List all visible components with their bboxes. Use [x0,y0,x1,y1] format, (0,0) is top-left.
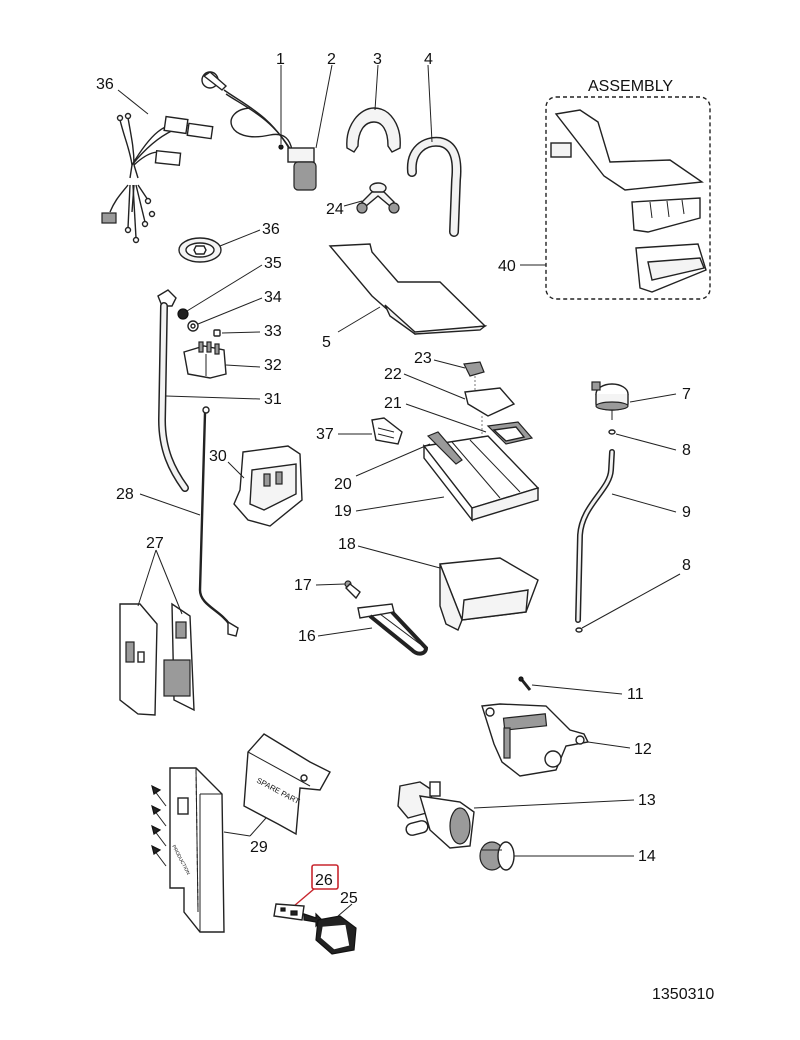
callout-22[interactable]: 23 [414,350,432,367]
callout-37[interactable]: 37 [316,426,334,443]
part-2-mains-filter[interactable] [201,71,317,191]
callout-29[interactable]: 30 [209,448,227,465]
callout-31[interactable]: 32 [264,357,282,374]
callout-26[interactable]: 29 [250,839,268,856]
part-29-door-interlock[interactable] [233,445,303,527]
part-26-electronic-module-packaging[interactable]: PRODUCTION SPARE PART [151,733,331,933]
callout-34[interactable]: 35 [264,255,282,272]
callout-32[interactable]: 33 [264,323,282,340]
part-32-cap[interactable] [213,329,221,337]
part-22-siphon-cap[interactable] [463,361,485,377]
callout-24[interactable]: 25 [340,890,358,907]
callout-5[interactable]: 5 [322,334,331,351]
assembly-boundary [545,96,711,300]
callout-9[interactable]: 9 [682,504,691,521]
part-19-drawer-handle-insert[interactable] [426,431,463,465]
part-27-control-board[interactable] [119,602,195,716]
callout-11[interactable]: 11 [627,686,644,703]
callout-8-bottom[interactable]: 8 [682,557,691,574]
callout-16[interactable]: 17 [294,577,312,594]
callout-7[interactable]: 7 [682,386,691,403]
extraction-arrows [151,784,167,867]
callout-25[interactable]: 26 [315,872,333,889]
drawing-number: 1350310 [652,986,714,1003]
part-25-eeprom-card[interactable] [273,903,323,928]
part-28-earth-wire[interactable] [198,406,239,637]
part-23-y-inlet-valve[interactable] [356,182,400,214]
part-33-washer[interactable] [187,320,199,332]
callout-35[interactable]: 36 [262,221,280,238]
part-4-drain-hose[interactable] [406,136,462,237]
callout-2[interactable]: 2 [327,51,336,68]
callout-17[interactable]: 18 [338,536,356,553]
part-7-pressure-switch[interactable] [591,381,629,420]
part-37-drawer-clip[interactable] [371,417,403,445]
part-1-screw[interactable] [278,144,284,150]
callout-8-top[interactable]: 8 [682,442,691,459]
callout-21[interactable]: 22 [384,366,402,383]
callout-15[interactable]: 16 [298,628,316,645]
callout-40[interactable]: 40 [498,258,516,275]
callout-14[interactable]: 14 [638,848,656,865]
callout-4[interactable]: 4 [424,51,433,68]
callout-36[interactable]: 36 [96,76,114,93]
part-17-dispenser-housing[interactable] [439,557,539,631]
callout-30[interactable]: 31 [264,391,282,408]
callout-27[interactable]: 27 [146,535,164,552]
assembly-title: ASSEMBLY [588,78,673,95]
callout-25-highlight-box [311,864,339,890]
callout-18[interactable]: 19 [334,503,352,520]
part-5-dispenser-top-cover[interactable] [328,243,488,335]
callout-25-leader [293,888,315,907]
callout-33[interactable]: 34 [264,289,282,306]
part-30-inlet-hose[interactable] [157,289,189,492]
callout-13[interactable]: 13 [638,792,656,809]
part-31-terminal-block[interactable] [183,341,227,379]
part-20-softener-siphon[interactable] [481,416,534,450]
part-24-eeprom-connector[interactable] [315,915,357,955]
callout-1[interactable]: 1 [276,51,285,68]
part-12-motor[interactable] [481,703,590,777]
callout-3[interactable]: 3 [373,51,382,68]
part-8-o-ring-top[interactable] [608,429,616,435]
part-9-pressure-tube[interactable] [575,449,615,623]
part-34-seal[interactable] [177,308,189,320]
part-40-dispenser-assembly[interactable] [550,109,707,293]
callout-19[interactable]: 20 [334,476,352,493]
callout-23[interactable]: 24 [326,201,344,218]
part-13-drain-pump[interactable] [397,781,475,849]
part-15-heating-element[interactable] [357,603,429,656]
part-14-pump-filter[interactable] [479,841,515,871]
callout-28[interactable]: 28 [116,486,134,503]
part-35-grommet[interactable] [178,237,222,263]
part-3-hose-guide[interactable] [346,107,401,153]
callout-20[interactable]: 21 [384,395,402,412]
part-16-ntc-sensor[interactable] [344,580,361,600]
part-8-o-ring-bottom[interactable] [575,627,583,633]
part-21-siphon-cup[interactable] [464,376,516,417]
part-11-screw[interactable] [518,676,532,691]
callout-12[interactable]: 12 [634,741,652,758]
part-36-wiring-harness[interactable] [101,112,214,244]
